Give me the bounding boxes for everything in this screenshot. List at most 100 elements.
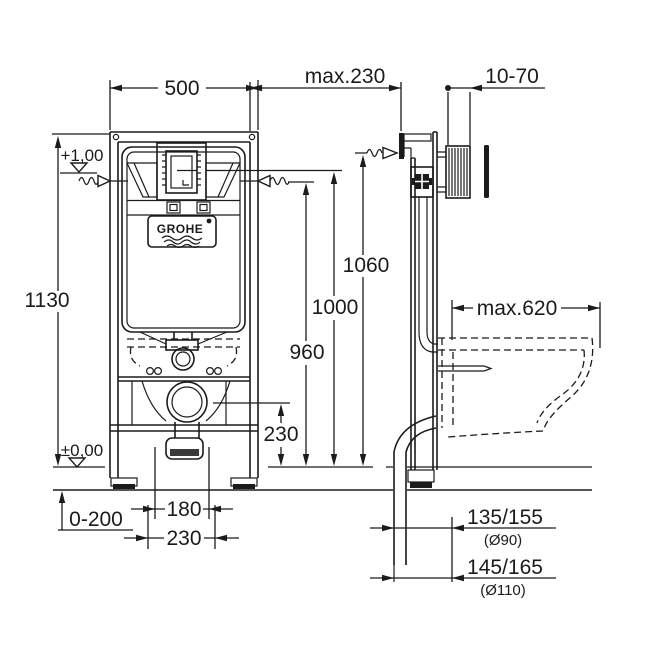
pipe-connector-inner: [175, 351, 191, 367]
pan-back-edge: [441, 338, 454, 428]
side-foot-pad: [410, 482, 432, 488]
flush-tube-side: [418, 197, 428, 332]
dim-1130-lines: [52, 133, 110, 454]
dim-135-label: 135/155: [467, 506, 543, 529]
outlet-neck: [174, 422, 200, 438]
dim-1060-label: 1060: [343, 254, 390, 277]
bolt-hole: [146, 367, 155, 376]
dimension-drain-offset-1: 135/155 (Ø90): [370, 506, 556, 582]
dim-max230-lines: [249, 82, 402, 131]
clip-left-inner: [169, 203, 178, 212]
dim-180-label: 180: [166, 498, 201, 521]
brand-label: GROHE: [157, 222, 204, 236]
side-foot: [407, 469, 435, 483]
frame-rails: [109, 132, 259, 478]
arrowhead-icon: [452, 574, 464, 582]
arrowhead-icon: [277, 454, 285, 466]
dimension-actuation-height: 1060: [343, 146, 399, 466]
bracket-step: [403, 141, 415, 159]
dim-1060-lines: [355, 152, 367, 454]
level-plus-label: +1,00: [60, 146, 103, 165]
dim-230h-label: 230: [263, 423, 298, 446]
dim-230b-lines: [124, 505, 239, 549]
dim-230b-label: 230: [166, 527, 201, 550]
pointer-arrow-icon: [382, 146, 399, 160]
dim-1070-label: 10-70: [485, 65, 539, 88]
level-mark-top: +1,00: [60, 146, 104, 174]
frame-screw-left: [112, 133, 120, 141]
thread-hatch: [448, 148, 468, 196]
dimension-wall-range: 10-70: [445, 65, 545, 145]
squiggle-side: [366, 148, 383, 158]
water-level-pointers: [78, 174, 314, 188]
drain-pipe: [393, 415, 437, 582]
dim-dot-icon: [445, 85, 451, 91]
shaft-ratchet-teeth: [162, 154, 201, 186]
dim-500-label: 500: [164, 77, 199, 100]
arrowhead-icon: [302, 183, 310, 195]
bend-to-pan: [418, 331, 438, 353]
dim-145-label: 145/165: [467, 556, 543, 579]
dimension-frame-width: 500: [109, 77, 259, 130]
dim-230h-lines: [213, 402, 290, 454]
arrowhead-icon: [54, 454, 62, 466]
registered-mark-icon: [206, 218, 212, 224]
cistern-funnel: [139, 331, 228, 345]
pipe-connector-outer: [171, 347, 195, 371]
arrowhead-icon: [382, 524, 394, 532]
bolt-hole: [214, 367, 223, 376]
filling-valve: [410, 166, 434, 198]
frame: [109, 131, 259, 489]
waste-outlet-inner: [171, 386, 203, 418]
valve-tooth-left: [412, 178, 415, 185]
arrowhead-icon: [359, 155, 367, 167]
valve-tooth-right: [429, 178, 432, 185]
arrowhead-icon: [110, 84, 122, 92]
dim-180-lines: [131, 447, 233, 519]
cistern: [110, 146, 258, 333]
squiggle-right: [269, 176, 314, 186]
level-zero-label: ±0,00: [61, 441, 103, 460]
dimension-floor-buildup: 0-200: [58, 491, 133, 531]
arrowhead-icon: [452, 524, 464, 532]
pan-fixing-bolt: [438, 365, 493, 372]
side-view: [393, 131, 594, 582]
squiggle-left: [78, 176, 99, 186]
dim-145-dia-label: (Ø110): [480, 582, 526, 599]
arrowhead-icon: [277, 404, 285, 416]
inspection-shaft: [156, 142, 207, 201]
dim-1130-label: 1130: [24, 289, 69, 312]
dimensions: 500 max.230 10-70 1130 +1,00: [24, 65, 601, 599]
wall-fixing: [399, 133, 432, 159]
dim-135-dia-label: (Ø90): [484, 532, 522, 549]
shaft-mid: [165, 150, 198, 194]
arrowhead-icon: [58, 491, 66, 503]
level-triangle-icon: [69, 162, 89, 174]
bolt-hole: [206, 367, 215, 376]
cistern-inner: [126, 151, 241, 329]
arrowhead-icon: [54, 136, 62, 148]
dim-0200-label: 0-200: [69, 508, 123, 531]
dim-max620-lines: [451, 300, 601, 348]
bracket-arm: [403, 133, 432, 142]
dim-1000-lines: [206, 169, 342, 454]
cistern-outline: [121, 146, 246, 333]
arrowhead-icon: [588, 304, 600, 312]
actuation-plate: [484, 145, 489, 198]
pan-front-profile: [542, 337, 594, 432]
dimension-frame-height: 1130: [24, 133, 110, 466]
level-triangle-icon: [67, 457, 87, 469]
dim-1000-label: 1000: [312, 296, 359, 319]
frame-top-bar: [110, 131, 258, 143]
floor-lines: [53, 466, 592, 491]
dimension-drain-offset-2: 145/165 (Ø110): [370, 556, 556, 599]
dimension-max-depth: max.230: [249, 65, 402, 131]
dimension-bolt-spacing: 180: [131, 447, 233, 521]
pointer-arrow-icon: [97, 174, 112, 188]
valve-cross: [415, 174, 429, 189]
arrowhead-icon: [452, 304, 464, 312]
dimension-water-level-height: 960: [289, 183, 325, 466]
valve-box: [410, 166, 434, 198]
shaft-window: [170, 155, 193, 189]
